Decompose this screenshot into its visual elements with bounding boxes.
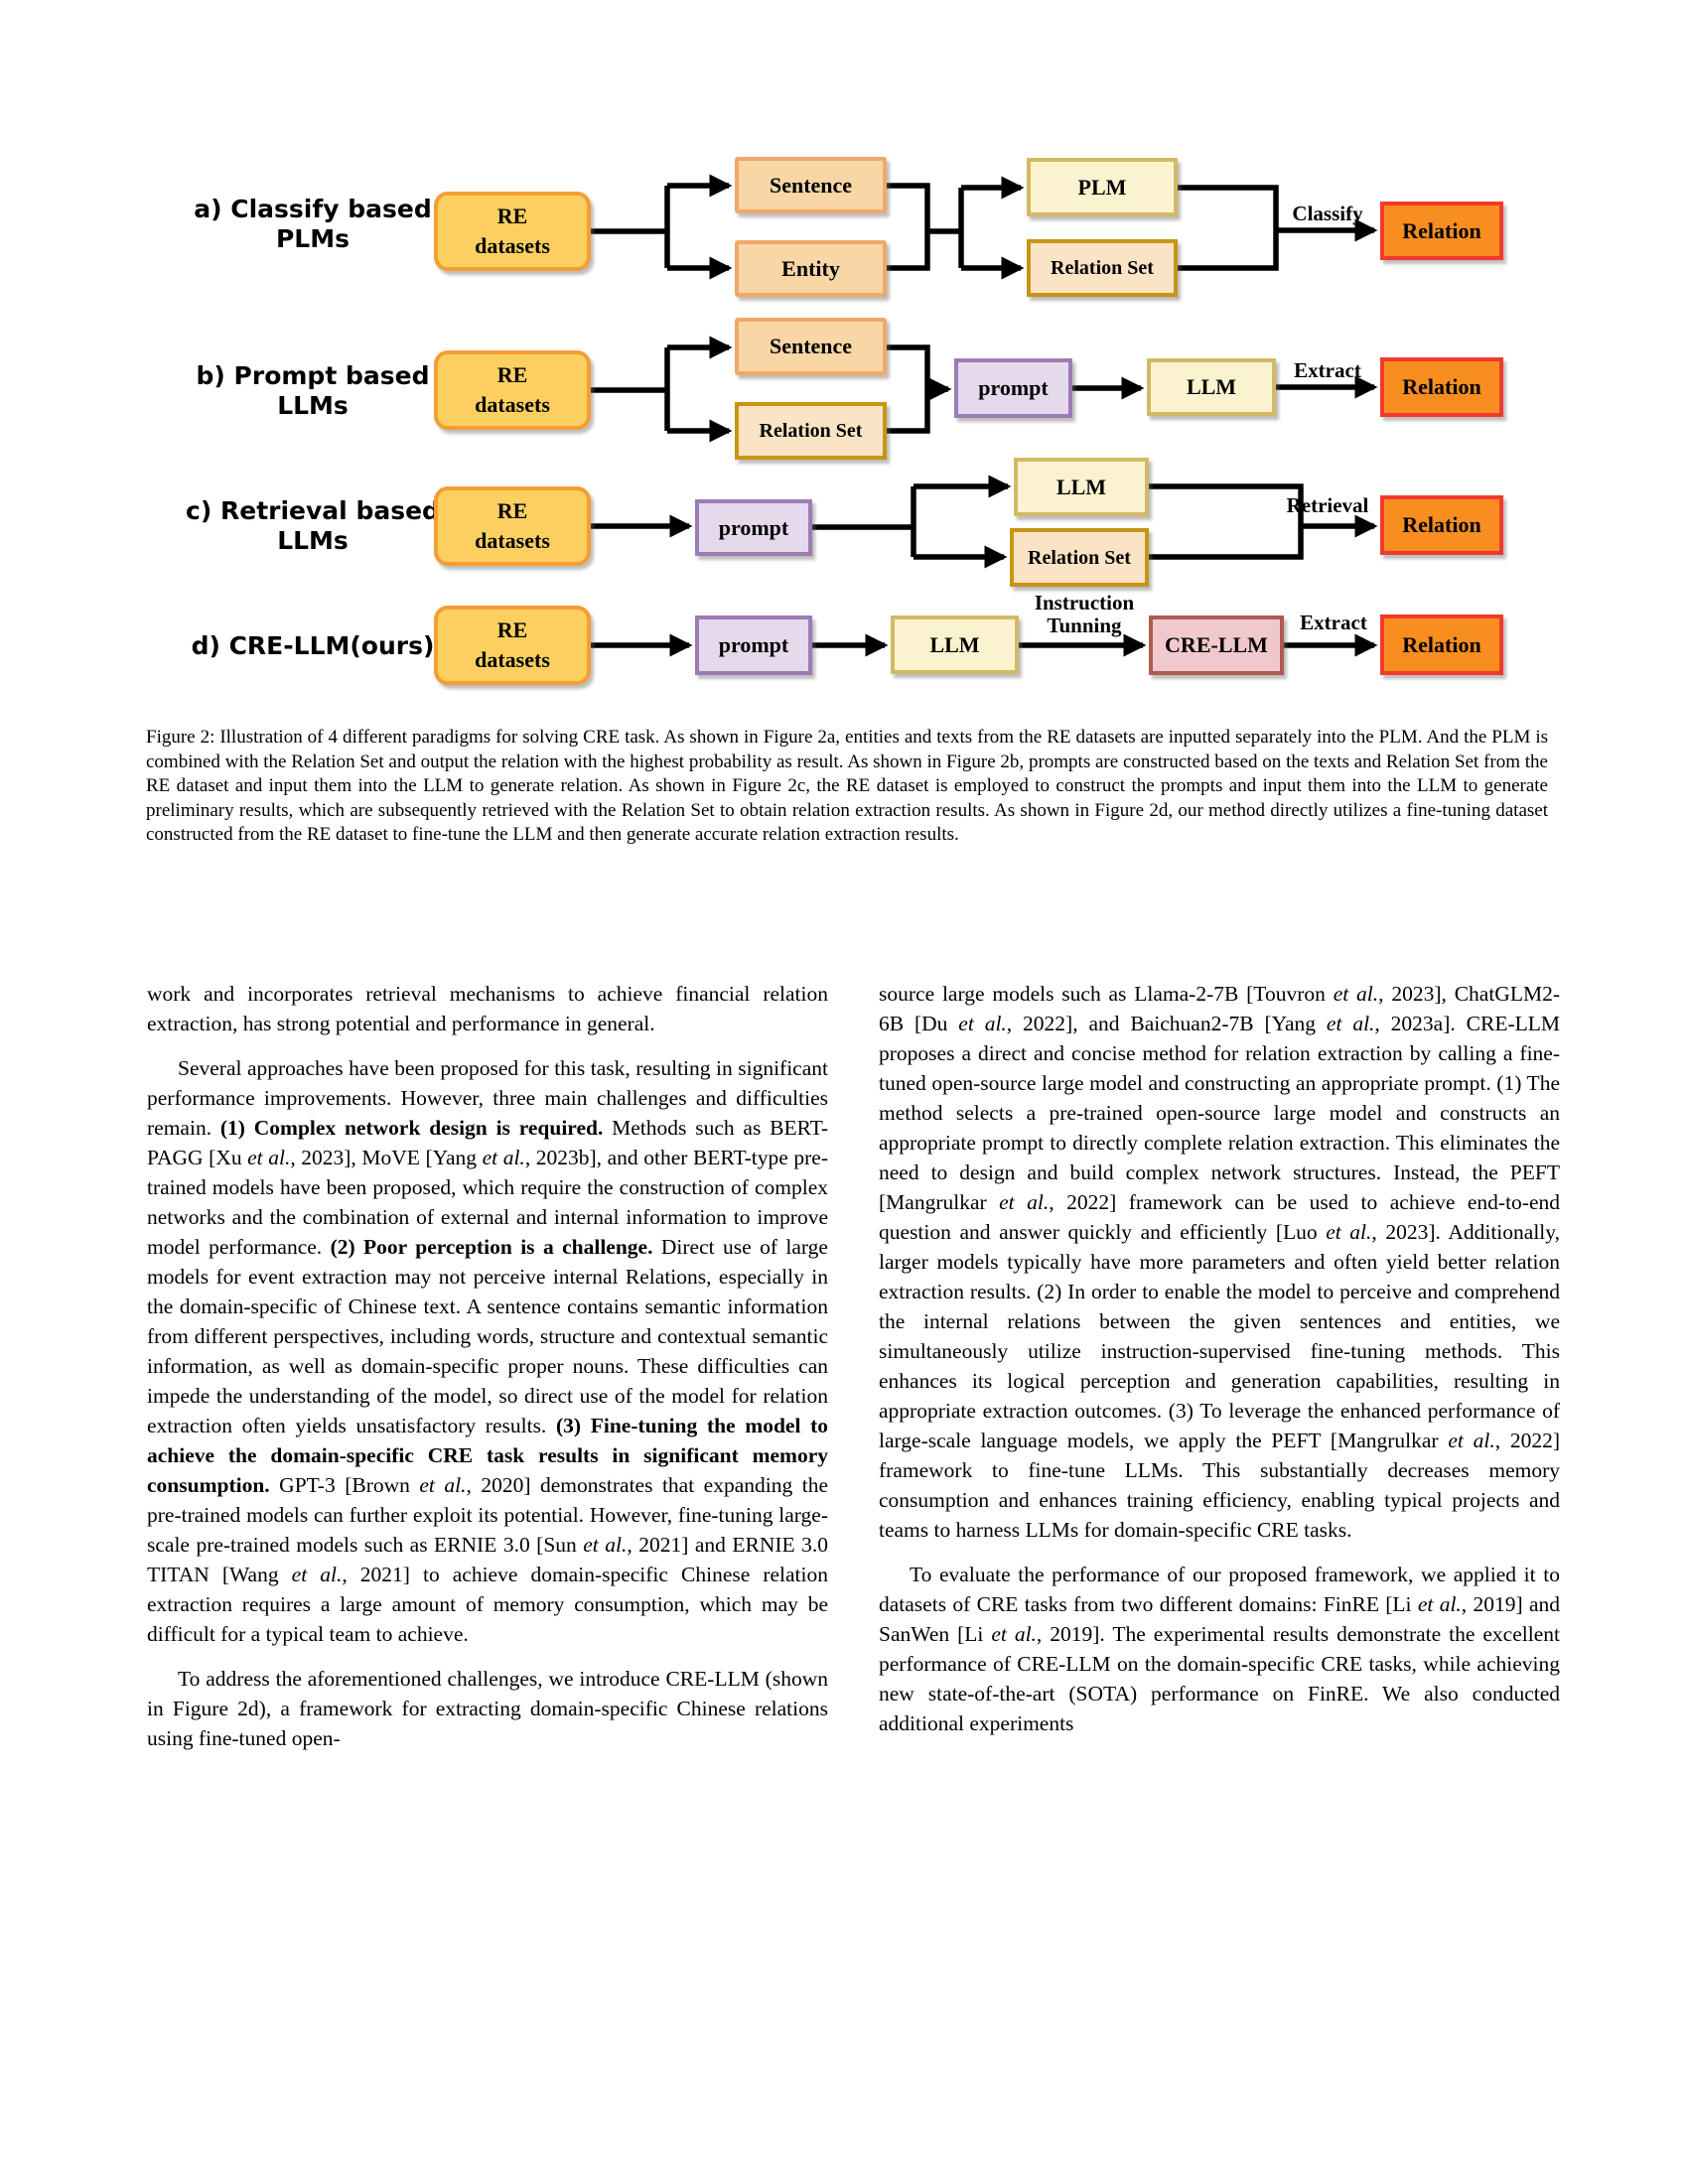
- node-label: LLM: [1186, 374, 1237, 399]
- row-label-c: c) Retrieval based LLMs: [154, 496, 472, 556]
- paragraph: source large models such as Llama-2-7B […: [879, 982, 1560, 1542]
- row-label-a: a) Classify based PLMs: [154, 195, 472, 254]
- row-label-b: b) Prompt based LLMs: [154, 361, 472, 421]
- node-label: Sentence: [769, 334, 853, 358]
- node-label: LLM: [929, 631, 980, 657]
- row-label-b-line1: b) Prompt based: [196, 361, 430, 390]
- node-label: datasets: [475, 528, 550, 553]
- row-label-c-line2: LLMs: [277, 526, 349, 555]
- node-llm-c: LLM: [1014, 458, 1149, 516]
- row-label-d-line1: d) CRE-LLM(ours): [191, 631, 435, 660]
- node-relation-set-b: Relation Set: [735, 402, 887, 460]
- edge-label-tunning: Tunning: [1047, 614, 1122, 637]
- node-prompt-b: prompt: [954, 358, 1072, 418]
- node-sentence-a: Sentence: [735, 157, 887, 213]
- node-sentence-b: Sentence: [735, 318, 887, 375]
- node-label: prompt: [718, 514, 789, 540]
- node-label: Relation Set: [1028, 546, 1131, 569]
- row-label-a-line1: a) Classify based: [194, 195, 432, 223]
- node-label: datasets: [475, 233, 550, 258]
- edge-label-instruction: Instruction: [1034, 591, 1135, 614]
- right-column: source large models such as Llama-2-7B […: [879, 979, 1560, 1753]
- node-label: Relation Set: [1051, 257, 1154, 279]
- node-relation-set-a: Relation Set: [1027, 239, 1178, 297]
- node-relation-d: Relation: [1380, 614, 1503, 675]
- left-column: work and incorporates retrieval mechanis…: [147, 979, 828, 1768]
- edge-label-retrieval: Retrieval: [1286, 493, 1369, 517]
- node-re-datasets-d: RE datasets: [434, 606, 591, 685]
- paragraph: To evaluate the performance of our propo…: [879, 1563, 1561, 1735]
- paragraph: Several approaches have been proposed fo…: [147, 1056, 829, 1646]
- node-prompt-c: prompt: [695, 499, 812, 556]
- node-re-datasets-b: RE datasets: [434, 350, 591, 430]
- row-label-b-line2: LLMs: [277, 391, 349, 420]
- paragraph: To address the aforementioned challenges…: [147, 1667, 828, 1750]
- node-label: LLM: [1055, 474, 1107, 499]
- node-label: RE: [496, 204, 528, 228]
- node-label: Sentence: [769, 172, 853, 198]
- node-label: datasets: [475, 392, 550, 417]
- node-llm-b: LLM: [1147, 358, 1276, 416]
- node-label: RE: [496, 498, 528, 523]
- node-re-datasets-c: RE datasets: [434, 486, 591, 566]
- node-relation-set-c: Relation Set: [1010, 528, 1149, 587]
- edge-label-extract-b: Extract: [1294, 358, 1361, 382]
- node-label: datasets: [475, 647, 550, 672]
- node-entity-a: Entity: [735, 240, 887, 297]
- row-label-c-line1: c) Retrieval based: [186, 496, 440, 525]
- figure-2-caption: Figure 2: Illustration of 4 different pa…: [146, 727, 1548, 846]
- node-relation-c: Relation: [1380, 495, 1503, 555]
- node-label: PLM: [1077, 174, 1127, 200]
- node-re-datasets-a: RE datasets: [434, 192, 591, 271]
- edge-label-extract-d: Extract: [1300, 611, 1367, 634]
- edge-label-instruction-tunning: Instruction Tunning: [1005, 592, 1164, 637]
- node-label: Relation: [1402, 631, 1481, 657]
- figure-connectors: [591, 174, 1378, 657]
- node-llm-d: LLM: [891, 615, 1019, 674]
- row-label-a-line2: PLMs: [275, 224, 350, 253]
- node-label: prompt: [978, 375, 1049, 400]
- node-label: CRE-LLM: [1165, 632, 1268, 657]
- node-relation-a: Relation: [1380, 202, 1503, 260]
- paragraph: work and incorporates retrieval mechanis…: [147, 982, 828, 1035]
- node-label: Entity: [781, 255, 840, 281]
- node-label: Relation: [1402, 374, 1481, 399]
- node-plm-a: PLM: [1027, 158, 1178, 216]
- node-label: Relation: [1402, 512, 1481, 537]
- edge-label-classify: Classify: [1292, 202, 1363, 225]
- node-label: Relation Set: [759, 420, 863, 442]
- figure-2-diagram: a) Classify based PLMs b) Prompt based L…: [0, 0, 1688, 707]
- node-relation-b: Relation: [1380, 357, 1503, 417]
- node-label: RE: [496, 617, 528, 642]
- node-label: RE: [496, 362, 528, 387]
- node-prompt-d: prompt: [695, 615, 812, 675]
- row-label-d: d) CRE-LLM(ours): [154, 631, 472, 661]
- node-label: prompt: [718, 632, 789, 657]
- node-cre-llm-d: CRE-LLM: [1149, 615, 1284, 675]
- node-label: Relation: [1402, 217, 1481, 243]
